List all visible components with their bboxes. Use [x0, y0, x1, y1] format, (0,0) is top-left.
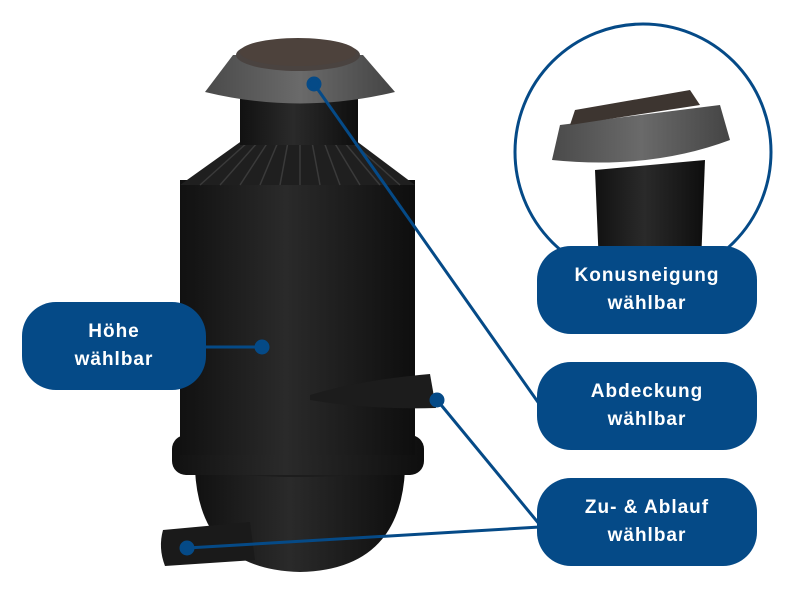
label-hoehe-line1: Höhe — [88, 321, 140, 342]
label-zulauf-line1: Zu- & Ablauf — [584, 497, 710, 518]
label-zulauf: Zu- & Ablauf wählbar — [537, 478, 757, 566]
shaft-body — [160, 38, 436, 572]
label-konusneigung: Konusneigung wählbar — [537, 246, 757, 334]
leader-lines — [179, 76, 542, 556]
label-hoehe: Höhe wählbar — [22, 302, 206, 390]
detail-inset — [513, 22, 773, 282]
label-abdeckung-line2: wählbar — [607, 409, 687, 430]
label-konus-line1: Konusneigung — [574, 265, 720, 286]
label-abdeckung: Abdeckung wählbar — [537, 362, 757, 450]
label-zulauf-line2: wählbar — [607, 525, 687, 546]
label-konus-line2: wählbar — [607, 293, 687, 314]
label-abdeckung-line1: Abdeckung — [590, 381, 704, 402]
label-hoehe-line2: wählbar — [74, 349, 154, 370]
